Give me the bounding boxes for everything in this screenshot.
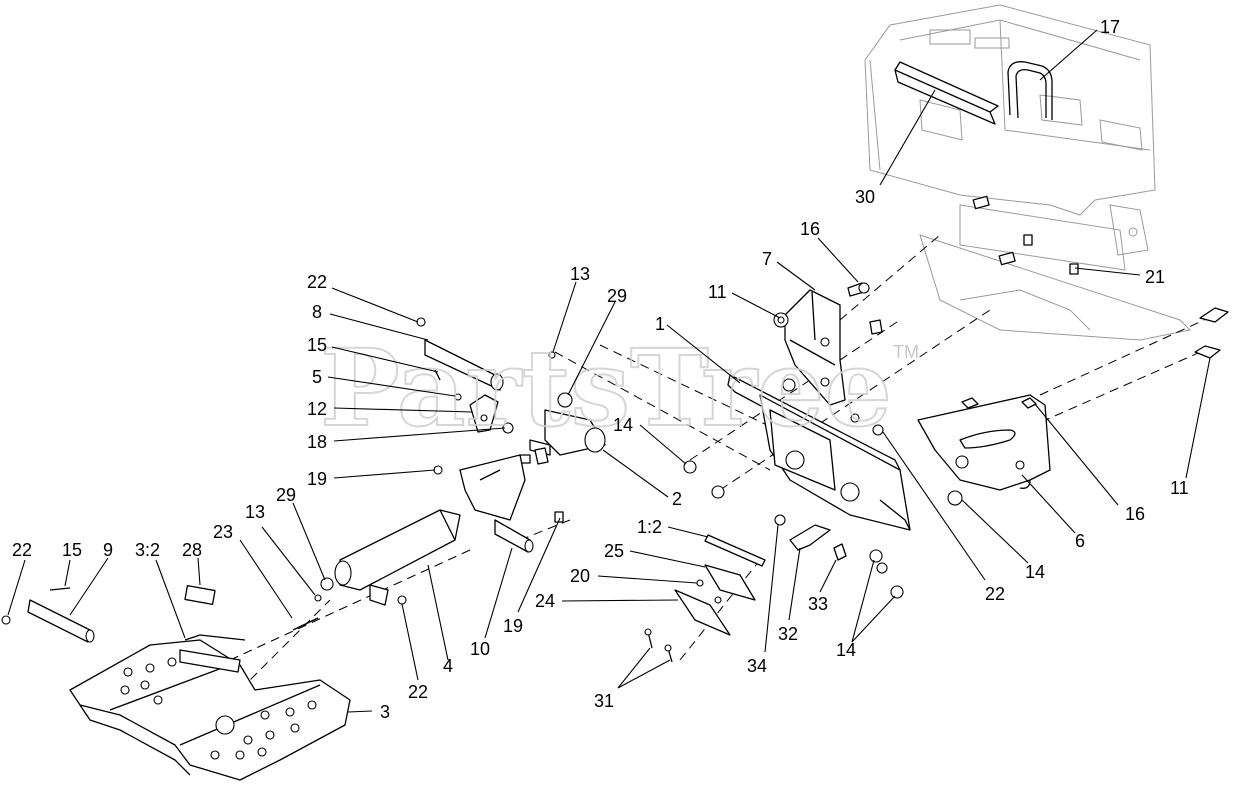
callout-22-lower: 22 — [408, 682, 428, 702]
watermark-trademark: TM — [893, 342, 919, 362]
part-29-fitting-lower — [320, 577, 334, 591]
part-31-screws — [644, 628, 673, 663]
part-2-tube — [519, 409, 606, 465]
callout-15-upper: 15 — [307, 335, 327, 355]
callout-3-2: 3:2 — [135, 540, 160, 560]
callout-25: 25 — [604, 541, 624, 561]
part-13-fitting-upper — [548, 351, 556, 359]
callout-14-bottom: 14 — [836, 640, 856, 660]
callout-13-upper: 13 — [570, 264, 590, 284]
part-6-plate — [917, 394, 1051, 491]
callout-11-right: 11 — [1170, 478, 1189, 498]
part-25-pad — [704, 564, 756, 601]
leader-lines — [7, 29, 1211, 713]
callout-14-left: 14 — [613, 415, 633, 435]
part-10-pin — [494, 519, 534, 553]
callout-5: 5 — [312, 367, 322, 387]
part-1-2-strip — [704, 534, 766, 567]
callout-19-right: 19 — [503, 616, 523, 636]
callout-31: 31 — [594, 691, 614, 711]
part-3-footplate — [69, 639, 351, 781]
part-17-handle — [1007, 61, 1053, 120]
callout-23: 23 — [213, 522, 233, 542]
callout-21: 21 — [1145, 267, 1165, 287]
callout-10: 10 — [470, 639, 490, 659]
callout-2: 2 — [672, 489, 682, 509]
part-24-pad — [674, 589, 731, 636]
callout-17: 17 — [1100, 17, 1120, 37]
callout-1-2: 1:2 — [637, 517, 662, 537]
part-3-2-bracket — [179, 634, 246, 673]
callout-29-upper: 29 — [607, 286, 627, 306]
callout-14-right: 14 — [1025, 562, 1045, 582]
misc-bolts-center — [782, 319, 884, 436]
part-30-bar — [894, 61, 999, 125]
callout-11-left: 11 — [708, 282, 727, 302]
callout-18: 18 — [307, 432, 327, 452]
part-8-bar — [424, 339, 504, 391]
callouts: 17 30 21 16 7 11 1 29 13 22 8 15 5 12 18… — [12, 17, 1189, 722]
callout-12: 12 — [307, 399, 327, 419]
callout-15-lower: 15 — [62, 540, 82, 560]
callout-4: 4 — [443, 656, 453, 676]
part-22-nut-left — [1, 615, 11, 625]
alignment-lines — [229, 234, 1216, 691]
callout-1: 1 — [655, 314, 665, 334]
callout-28: 28 — [182, 540, 202, 560]
callout-22-left: 22 — [12, 540, 32, 560]
frame-bolts — [972, 195, 1079, 275]
part-9-pin — [27, 599, 95, 643]
callout-13-lower: 13 — [245, 502, 265, 522]
callout-30: 30 — [855, 187, 875, 207]
part-7-bracket — [784, 289, 846, 406]
callout-16-right: 16 — [1125, 504, 1145, 524]
part-12-link — [469, 394, 499, 433]
part-34-nut — [774, 514, 786, 526]
part-1-bracket — [727, 374, 911, 531]
mower-frame-ghost — [864, 4, 1192, 341]
callout-22-right: 22 — [985, 584, 1005, 604]
part-33-bolt — [833, 543, 847, 561]
part-16-bolt-right — [961, 397, 1037, 409]
part-5-washer — [454, 393, 462, 401]
callout-20: 20 — [570, 566, 590, 586]
watermark-text: PartsTree — [320, 325, 892, 450]
callout-19-left: 19 — [307, 469, 327, 489]
part-29-fitting-upper — [557, 392, 573, 408]
part-28-decal — [184, 585, 216, 605]
callout-6: 6 — [1075, 531, 1085, 551]
part-23-bolt — [292, 617, 319, 631]
center-bracket — [459, 454, 526, 521]
callout-16-upper: 16 — [800, 219, 820, 239]
part-4-tube — [334, 509, 461, 606]
part-15-bolt-lower — [49, 587, 71, 591]
callout-9: 9 — [103, 540, 113, 560]
part-11-bolt-right — [1194, 307, 1229, 359]
callout-34: 34 — [747, 656, 767, 676]
part-32-clip — [789, 524, 831, 551]
part-22-nut-lower — [397, 595, 407, 605]
callout-33: 33 — [808, 594, 828, 614]
callout-22-upper: 22 — [307, 272, 327, 292]
part-14-nuts — [683, 460, 963, 599]
callout-24: 24 — [535, 591, 555, 611]
callout-29-lower: 29 — [276, 485, 296, 505]
part-16-bolt-upper — [847, 282, 870, 297]
callout-3: 3 — [380, 702, 390, 722]
callout-8: 8 — [312, 302, 322, 322]
callout-7: 7 — [762, 249, 772, 269]
part-13-fitting-lower — [314, 594, 322, 602]
callout-32: 32 — [778, 624, 798, 644]
